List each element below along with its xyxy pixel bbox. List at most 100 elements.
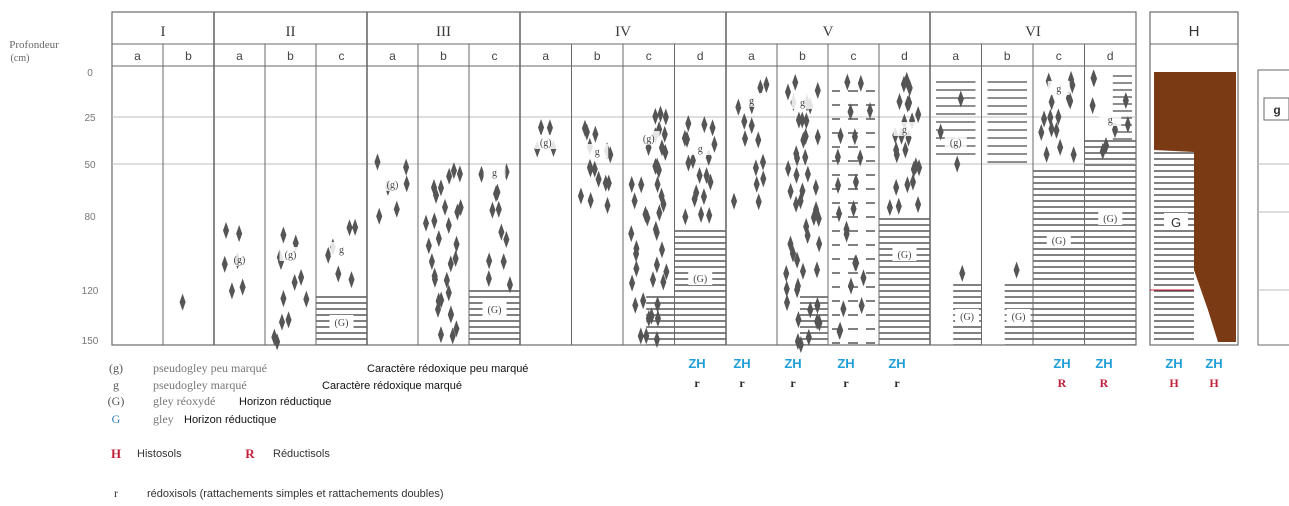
redox-spot: [654, 256, 660, 273]
redox-spot: [685, 115, 691, 132]
redox-spot: [498, 224, 504, 241]
redox-spot: [749, 117, 755, 134]
redox-spot: [896, 93, 902, 110]
redox-spot: [426, 237, 432, 254]
redox-spot: [915, 196, 921, 213]
right-panel-label: g: [1273, 103, 1280, 117]
legend-symbol: (G): [108, 394, 125, 408]
redox-spot: [376, 208, 382, 225]
redox-spot: [887, 199, 893, 216]
profile-label: (g): [643, 134, 655, 145]
redox-spot: [633, 260, 639, 277]
redox-spot: [486, 270, 492, 287]
redox-spot: [802, 149, 808, 166]
redox-spot: [755, 131, 761, 148]
redox-spot: [910, 173, 916, 190]
redox-spot: [628, 225, 634, 242]
redox-spot: [1038, 124, 1044, 141]
group-numeral: I: [161, 24, 166, 40]
redox-spot: [496, 201, 502, 218]
zh-marker-top: ZH: [733, 356, 750, 371]
redox-spot: [501, 253, 507, 270]
zh-marker-top: ZH: [888, 356, 905, 371]
depth-tick-label: 150: [82, 336, 99, 347]
zh-marker-bottom: r: [739, 376, 745, 390]
redox-spot: [457, 165, 463, 182]
zh-marker-bottom: H: [1209, 376, 1219, 390]
h-panel-gley-label: G: [1171, 215, 1181, 230]
profile-label: (g): [540, 138, 552, 149]
redox-spot: [711, 136, 717, 153]
redox-spot: [292, 274, 298, 291]
legend-symbol: (g): [109, 361, 123, 375]
redox-spot: [588, 192, 594, 209]
redox-spot: [792, 74, 798, 91]
redox-spot: [663, 108, 669, 125]
redox-spot: [438, 179, 444, 196]
redox-spot: [280, 290, 286, 307]
redox-spot: [1044, 146, 1050, 163]
redox-spot: [701, 188, 707, 205]
redox-spot: [1014, 262, 1020, 279]
legend-name: pseudogley marqué: [153, 378, 247, 392]
gley-hatch-zone: [675, 228, 727, 345]
redox-spot: [815, 128, 821, 145]
sub-column-label: a: [236, 49, 243, 63]
redox-spot: [538, 119, 544, 136]
legend-soil-label: Histosols: [137, 448, 182, 460]
redox-spot: [335, 265, 341, 282]
profile-label: (g): [285, 250, 297, 261]
redox-spot: [654, 176, 660, 193]
redox-spot: [448, 306, 454, 323]
redox-spot: [298, 269, 304, 286]
redox-spot: [685, 154, 691, 171]
gley-label: (G): [1103, 214, 1117, 225]
sub-column-label: a: [389, 49, 396, 63]
sub-column-label: d: [1107, 49, 1114, 63]
h-panel-title: H: [1189, 23, 1200, 40]
gley-label: (G): [898, 250, 912, 261]
redox-spot: [1123, 92, 1129, 109]
depth-tick-label: 120: [82, 286, 99, 297]
profile-label: g: [698, 144, 703, 155]
profile-label: g: [800, 98, 805, 109]
legend-symbol: G: [112, 412, 121, 426]
gley-hatch-zone: [879, 215, 930, 345]
profile-label: g: [339, 245, 344, 256]
redox-spot: [697, 167, 703, 184]
redox-spot: [904, 176, 910, 193]
sub-column-label: d: [697, 49, 704, 63]
redox-spot: [640, 292, 646, 309]
gley-hatch-zone: [1033, 167, 1085, 345]
redox-spot: [814, 261, 820, 278]
gley-hatch-zone: [1085, 140, 1137, 345]
redox-spot: [438, 326, 444, 343]
redox-spot: [352, 219, 358, 236]
redox-spot: [503, 231, 509, 248]
redox-spot: [805, 166, 811, 183]
redox-spot: [1049, 93, 1055, 110]
redox-spot: [756, 193, 762, 210]
legend-name: gley réoxydé: [153, 394, 215, 408]
redox-spot: [578, 187, 584, 204]
redox-spot: [1071, 146, 1077, 163]
redox-spot: [785, 83, 791, 100]
zh-marker-top: ZH: [1053, 356, 1070, 371]
redox-spot: [813, 179, 819, 196]
redox-spot: [436, 230, 442, 247]
redox-spot: [1090, 97, 1096, 114]
main-table-frame: [112, 12, 1136, 345]
redox-spot: [486, 252, 492, 269]
redox-spot: [800, 263, 806, 280]
group-numeral: IV: [615, 24, 631, 40]
profile-label: (g): [387, 180, 399, 191]
redox-spot: [236, 225, 242, 242]
sub-column-label: a: [748, 49, 755, 63]
legend-soil-symbol: R: [245, 446, 255, 461]
profile-label: g: [595, 147, 600, 158]
redox-spot: [180, 294, 186, 311]
legend-soil-symbol: H: [111, 446, 121, 461]
redox-spot: [788, 183, 794, 200]
redox-spot: [701, 116, 707, 133]
